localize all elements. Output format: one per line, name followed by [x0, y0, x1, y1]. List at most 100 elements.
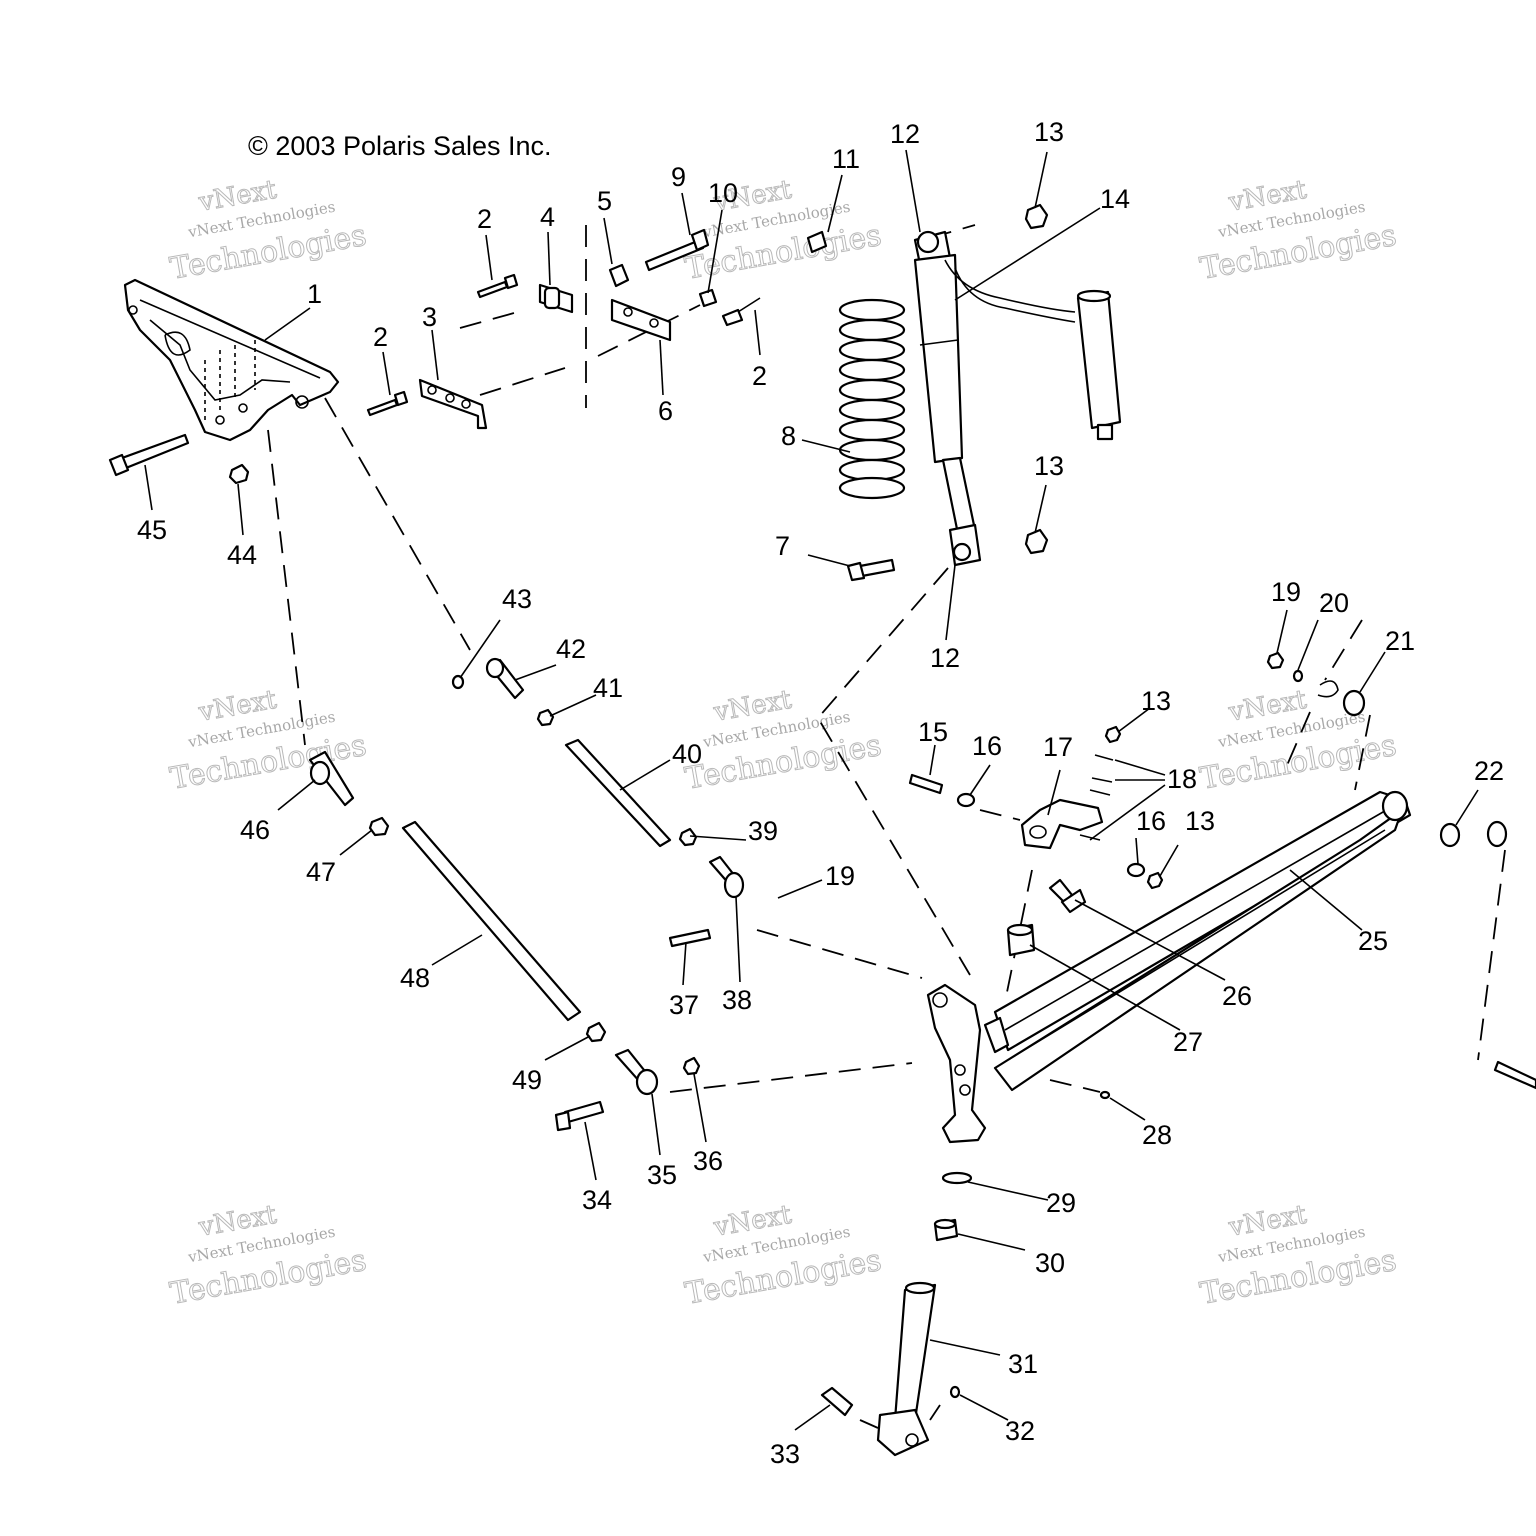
watermarks: vNext vNext Technologies Technologies vN… — [167, 174, 1400, 1312]
callout-4: 4 — [540, 202, 555, 232]
dashed-line — [756, 929, 923, 979]
watermark-bottom-center: vNext vNext Technologies Technologies — [682, 1199, 885, 1312]
callout-25: 25 — [1358, 926, 1388, 956]
callout-14: 14 — [1100, 184, 1130, 214]
nut-13c — [1104, 725, 1122, 744]
suspension-arm — [926, 790, 1412, 1144]
callout-19b: 19 — [825, 861, 855, 891]
callout-15: 15 — [918, 717, 948, 747]
callout-13d: 13 — [1185, 806, 1215, 836]
pin-2b — [366, 398, 399, 417]
bushing-22 — [1439, 822, 1461, 848]
pin-2c — [721, 308, 744, 327]
bolt-15 — [908, 773, 944, 795]
copyright-notice: © 2003 Polaris Sales Inc. — [248, 131, 552, 161]
watermark-top-right: vNext vNext Technologies Technologies — [1197, 174, 1400, 287]
nut-13d — [1146, 871, 1164, 890]
dashed-line — [324, 397, 471, 651]
leader-lines — [144, 149, 1479, 1431]
callout-8: 8 — [781, 421, 796, 451]
callout-45: 45 — [137, 515, 167, 545]
nut-41 — [536, 708, 555, 727]
washer-16a — [956, 792, 976, 808]
arm-hardware — [1006, 878, 1111, 1100]
nut-47 — [368, 816, 390, 837]
bracket-assembly-17 — [908, 754, 1146, 878]
callout-12b: 12 — [930, 643, 960, 673]
nut-49 — [585, 1021, 607, 1043]
callout-21: 21 — [1385, 626, 1415, 656]
plug-32 — [949, 1385, 961, 1399]
mounting-bracket — [123, 278, 340, 442]
callout-5: 5 — [597, 186, 612, 216]
callout-2a: 2 — [477, 204, 492, 234]
small-hardware-top — [366, 228, 828, 430]
plate-3 — [418, 378, 488, 430]
bolt-45 — [108, 433, 190, 477]
callout-33: 33 — [770, 1439, 800, 1469]
dashed-line — [1354, 714, 1371, 791]
bolt-34 — [563, 1100, 605, 1124]
spindle-31 — [893, 1283, 937, 1422]
callout-38: 38 — [722, 985, 752, 1015]
callout-44: 44 — [227, 540, 257, 570]
watermark-top-center: vNext vNext Technologies Technologies — [682, 174, 885, 287]
callout-40: 40 — [672, 739, 702, 769]
callout-20: 20 — [1319, 588, 1349, 618]
dashed-line — [1324, 619, 1363, 681]
callout-34: 34 — [582, 1185, 612, 1215]
tie-rod-hardware — [308, 657, 745, 1132]
callout-9: 9 — [671, 162, 686, 192]
callout-39: 39 — [748, 816, 778, 846]
callout-49: 49 — [512, 1065, 542, 1095]
dashed-line — [1284, 711, 1311, 771]
watermark-mid-center: vNext vNext Technologies Technologies — [682, 684, 885, 797]
callout-10: 10 — [708, 178, 738, 208]
callout-17: 17 — [1043, 732, 1073, 762]
callout-37: 37 — [669, 990, 699, 1020]
right-hardware — [1266, 651, 1536, 1090]
watermark-mid-right: vNext vNext Technologies Technologies — [1197, 684, 1400, 797]
fitting-28 — [1099, 1090, 1111, 1100]
callout-6: 6 — [658, 396, 673, 426]
pin-33 — [820, 1386, 854, 1417]
ring-20 — [1317, 680, 1339, 698]
callout-11: 11 — [832, 144, 860, 174]
callout-30: 30 — [1035, 1248, 1065, 1278]
callout-36: 36 — [693, 1146, 723, 1176]
callout-42: 42 — [556, 634, 586, 664]
callout-12a: 12 — [890, 119, 920, 149]
shock-absorber — [913, 230, 1122, 567]
dashed-line — [1004, 869, 1033, 1003]
callout-35: 35 — [647, 1160, 677, 1190]
nut-13a — [1024, 203, 1049, 230]
nut-39 — [678, 827, 698, 847]
rod-40 — [564, 738, 672, 848]
dashed-line — [929, 1404, 941, 1421]
callout-27: 27 — [1173, 1027, 1203, 1057]
callout-2c: 2 — [752, 361, 767, 391]
cap-11 — [806, 230, 828, 254]
callout-13c: 13 — [1141, 686, 1171, 716]
dashed-line — [1049, 1079, 1101, 1093]
nut-13b — [1024, 528, 1049, 555]
callout-19a: 19 — [1271, 577, 1301, 607]
washer-20 — [1292, 669, 1304, 683]
nut-19a — [1266, 651, 1285, 670]
callout-48: 48 — [400, 963, 430, 993]
washer-16b — [1126, 862, 1146, 878]
dashed-line — [597, 304, 701, 357]
watermark-bottom-left: vNext vNext Technologies Technologies — [167, 1199, 370, 1312]
dashed-line — [1477, 849, 1506, 1061]
nut-44 — [228, 463, 250, 485]
callout-16b: 16 — [1136, 806, 1166, 836]
callout-22: 22 — [1474, 756, 1504, 786]
washer-43 — [451, 674, 465, 690]
tie-rod-48 — [401, 820, 582, 1022]
callout-1: 1 — [307, 279, 322, 309]
bolt-7 — [846, 558, 896, 582]
plate-6 — [610, 298, 672, 342]
callout-18: 18 — [1167, 764, 1197, 794]
callout-32: 32 — [1005, 1416, 1035, 1446]
